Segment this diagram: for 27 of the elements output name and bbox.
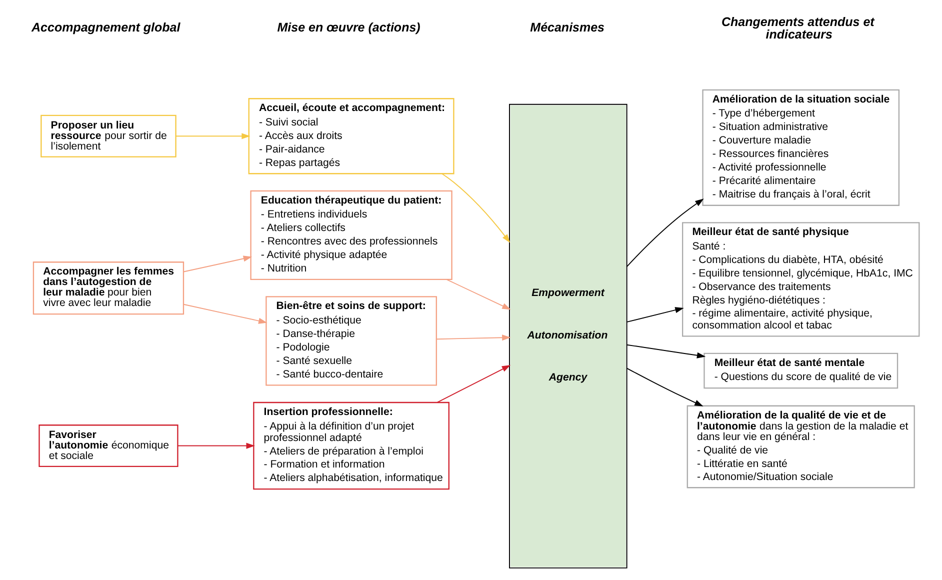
node-box: Accompagner les femmes dans l’autogestion de leur maladie pour bien vivre avec leur maladie [32, 262, 184, 315]
label: Mécanismes [530, 20, 604, 35]
node-box: Accueil, écoute et accompagnement: - Suivi social - Accès aux droits - Pair-aidance - Repas partagés [248, 98, 454, 174]
arrow [446, 279, 510, 310]
node-box: Proposer un lieu ressource pour sortir de l’isolement [40, 114, 176, 158]
label: Accompagnement global [31, 20, 180, 35]
node-box: Education thérapeutique du patient: - Entretiens individuels - Ateliers collectifs - Rencontres avec des professionnels - Activité physique adaptée - Nutrition [250, 190, 452, 280]
node-box: Amélioration de la situation sociale - Type d’hébergement - Situation administrative - Couverture maladie - Ressources financières - Activité professionnelle - Précarité alimentaire - Maitrise du français à l’oral, écrit [702, 89, 900, 206]
arrow [182, 256, 252, 272]
arrow [441, 173, 510, 243]
arrow [436, 365, 510, 403]
node-box: Meilleur état de santé mentale - Questions du score de qualité de vie [703, 352, 898, 389]
node-box: Favoriser l’autonomie économique et sociale [38, 424, 178, 468]
node-box: Meilleur état de santé physique Santé : - Complications du diabète, HTA, obésité - Equilibre tensionnel, glycémique, HbA1c, IMC - Observance des traitements Règles hygiéno-diététiques : - régime alimentaire, activité physique, consommation alcool et tabac [682, 222, 920, 337]
arrow [176, 442, 254, 449]
arrow [626, 368, 703, 406]
node-box: Insertion professionnelle: - Appui à la définition d’un projet professionnel adapté - Ateliers de préparation à l’emploi - Formation et information - Ateliers alphabétisation, informatique [252, 402, 449, 490]
arrow [436, 334, 510, 341]
arrow [626, 198, 704, 267]
label: Changements attendus et indicateurs [721, 14, 874, 42]
arrow [626, 307, 684, 322]
node-box: Bien-être et soins de support: - Socio-esthétique - Danse-thérapie - Podologie - Santé sexuelle - Santé bucco-dentaire [265, 296, 436, 386]
arrow [182, 304, 267, 324]
arrow [626, 344, 706, 358]
label: Mise en œuvre (actions) [276, 20, 420, 35]
arrow [174, 133, 250, 140]
node-box: Amélioration de la qualité de vie et de l’autonomie dans la gestion de la maladie et dans leur vie en général : - Qualité de vie - Littératie en santé - Autonomie/Situation sociale [686, 405, 914, 488]
